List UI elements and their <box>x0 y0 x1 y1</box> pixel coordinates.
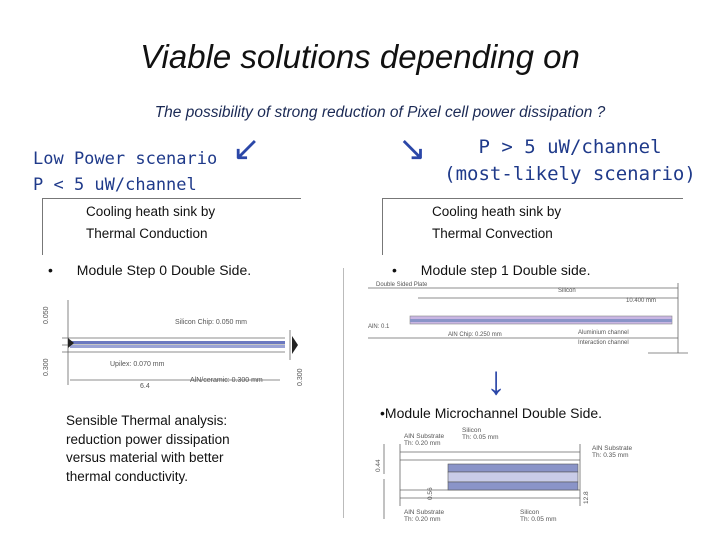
high-power-scenario: P > 5 uW/channel (most-likely scenario) <box>430 134 710 188</box>
width-right-label: 10.400 mm <box>626 298 656 304</box>
step1-cross-section-diagram: Double Sided Plate Silicon AlN: 0.1 AlN … <box>368 282 688 354</box>
high-power-label: (most-likely scenario) <box>444 163 696 185</box>
high-power-value: P > 5 uW/channel <box>478 136 662 158</box>
right-cooling-text: Cooling heath sink by Thermal Convection <box>432 201 561 245</box>
aln-top-label: AlN Substrate <box>404 433 444 440</box>
analysis-line3: versus material with better <box>66 450 224 465</box>
silicon-label: Silicon Chip: 0.050 mm <box>175 319 247 326</box>
slide-title: Viable solutions depending on <box>140 38 580 75</box>
analysis-line1: Sensible Thermal analysis: <box>66 413 228 428</box>
bullet-module-microchannel: •Module Microchannel Double Side. <box>380 405 603 421</box>
v1-label: 0.44 <box>375 459 382 472</box>
aln-right-thickness: Th: 0.35 mm <box>592 452 628 459</box>
silicon-top-label: Silicon <box>462 427 482 434</box>
step0-cross-section-diagram: Silicon Chip: 0.050 mm Upilex: 0.070 mm … <box>43 300 304 390</box>
right-cooling-line1: Cooling heath sink by <box>432 204 562 219</box>
right-cooling-line2: Thermal Convection <box>432 226 553 241</box>
low-power-value: P < 5 uW/channel <box>33 175 197 195</box>
double-sided-label: Double Sided Plate <box>376 282 428 288</box>
bullet-module-step1: • Module step 1 Double side. <box>392 262 590 278</box>
analysis-line2: reduction power dissipation <box>66 431 230 447</box>
bullet-icon: • <box>48 262 53 278</box>
left-cooling-line1: Cooling heath sink by <box>86 204 216 219</box>
divider-line <box>343 268 344 518</box>
low-power-scenario: Low Power scenario P < 5 uW/channel <box>33 146 217 198</box>
thermal-analysis-text: Sensible Thermal analysis: reduction pow… <box>66 412 296 486</box>
aluminium-channel-label: Aluminium channel <box>578 330 629 336</box>
v2-label: 0.56 <box>427 487 434 500</box>
interaction-channel-label: Interaction channel <box>578 340 629 346</box>
dim1-label: 0.050 <box>43 306 50 324</box>
bullet-icon: • <box>392 262 397 278</box>
left-cooling-line2: Thermal Conduction <box>86 226 208 241</box>
aln-right-label: AlN: 0.1 <box>368 324 390 330</box>
dim3-label: 0.300 <box>297 368 304 386</box>
silicon-right-label: Silicon <box>558 288 576 294</box>
bullet-module-step0: • Module Step 0 Double Side. <box>48 262 251 278</box>
analysis-line4: thermal conductivity. <box>66 468 189 484</box>
aln-chip-label: AlN Chip: 0.250 mm <box>448 332 502 338</box>
bullet-text: Module step 1 Double side. <box>420 262 591 278</box>
low-power-label: Low Power scenario <box>33 149 218 169</box>
microchannel-cross-section-diagram: Silicon Th: 0.05 mm AlN Substrate Th: 0.… <box>375 427 632 523</box>
slide-subtitle: The possibility of strong reduction of P… <box>154 104 606 121</box>
silicon-bottom-thickness: Th: 0.05 mm <box>520 516 556 523</box>
arrow-down-right-icon: ↘ <box>398 130 427 168</box>
right-box-frame <box>382 198 683 255</box>
width-label: 6.4 <box>140 383 150 390</box>
v3-label: 12.8 <box>583 491 590 504</box>
left-box-frame <box>42 198 301 255</box>
silicon-bottom-label: Silicon <box>520 509 540 516</box>
left-cooling-text: Cooling heath sink by Thermal Conduction <box>86 201 215 245</box>
aln-top-thickness: Th: 0.20 mm <box>404 440 440 447</box>
bullet-text: Module Step 0 Double Side. <box>76 262 252 278</box>
dim2-label: 0.300 <box>43 358 50 376</box>
aln-right-label: AlN Substrate <box>592 445 632 452</box>
silicon-top-thickness: Th: 0.05 mm <box>462 434 498 441</box>
aln-bottom-thickness: Th: 0.20 mm <box>404 516 440 523</box>
upilex-label: Upilex: 0.070 mm <box>110 361 165 368</box>
arrow-down-icon: ↓ <box>486 359 506 403</box>
aln-bottom-label: AlN Substrate <box>404 509 444 516</box>
aln-label: AlN/ceramic: 0.300 mm <box>190 377 263 384</box>
arrow-down-left-icon: ↙ <box>232 130 261 168</box>
